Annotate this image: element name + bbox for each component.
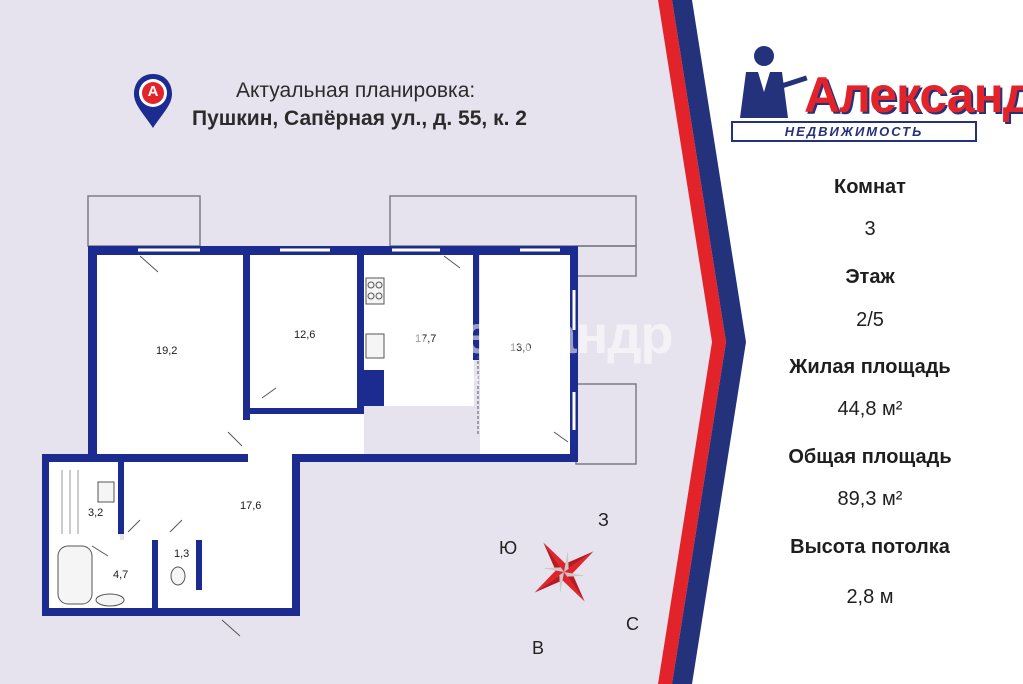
- total-area-label: Общая площадь: [788, 446, 952, 468]
- floor-value: 2/5: [856, 309, 884, 331]
- kitchen-area: 17,7: [415, 333, 437, 345]
- shelves: [61, 470, 79, 534]
- compass-south: В: [532, 638, 545, 658]
- ceiling-height-value: 2,8 м: [846, 586, 894, 608]
- washer-icon: [97, 481, 115, 503]
- room1-area: 19,2: [156, 345, 178, 357]
- bathroom-area: 4,7: [113, 569, 129, 581]
- floor-label: Этаж: [845, 266, 895, 288]
- storage-area: 3,2: [88, 507, 104, 519]
- plan-title: Актуальная планировка:: [236, 79, 476, 102]
- windows: [138, 248, 576, 430]
- balcony-right-upper: [575, 245, 637, 277]
- balcony-right-lower: [575, 383, 637, 465]
- toilet-icon: [170, 566, 186, 586]
- pin-letter: А: [147, 83, 159, 100]
- walls: [42, 246, 578, 616]
- sink-icon: [365, 333, 385, 359]
- compass-rose-icon: [534, 542, 594, 602]
- compass-west: Ю: [499, 538, 518, 558]
- address: Пушкин, Сапёрная ул., д. 55, к. 2: [192, 107, 527, 130]
- compass-east: С: [626, 614, 639, 634]
- rooms-label: Комнат: [834, 176, 906, 198]
- stove-icon: [365, 277, 385, 305]
- washbasin-icon: [95, 593, 125, 607]
- room2-area: 12,6: [294, 329, 316, 341]
- watermark-subtitle: НЕДВИЖИМОСТЬ: [396, 372, 542, 388]
- ceiling-height-label: Высота потолка: [790, 536, 950, 558]
- door-swings: [91, 255, 569, 637]
- living-area-value: 44,8 м²: [837, 398, 903, 420]
- balcony-left: [87, 195, 201, 247]
- brand-name: Александр: [804, 67, 1023, 123]
- balcony-top-right: [389, 195, 637, 247]
- room1-fill: [97, 254, 243, 454]
- compass-north: З: [598, 510, 609, 530]
- total-area-value: 89,3 м²: [837, 488, 903, 510]
- bathtub-icon: [57, 545, 93, 605]
- watermark-name: Александр: [392, 305, 674, 365]
- red-stripe: [658, 0, 726, 684]
- room3-area: 13,0: [510, 342, 532, 354]
- room3-fill: [480, 254, 570, 454]
- fixtures: [57, 277, 385, 607]
- location-pin-icon: [134, 74, 172, 128]
- living-area-label: Жилая площадь: [789, 356, 951, 378]
- rooms-value: 3: [864, 218, 876, 240]
- floor-plan: [42, 195, 637, 637]
- room2-fill: [250, 254, 358, 414]
- navy-stripe: [672, 0, 746, 684]
- brand-subtitle: НЕДВИЖИМОСТЬ: [731, 121, 977, 142]
- agent-figure-icon: [740, 46, 808, 118]
- hall-area: 17,6: [240, 500, 262, 512]
- wc-area: 1,3: [174, 548, 190, 560]
